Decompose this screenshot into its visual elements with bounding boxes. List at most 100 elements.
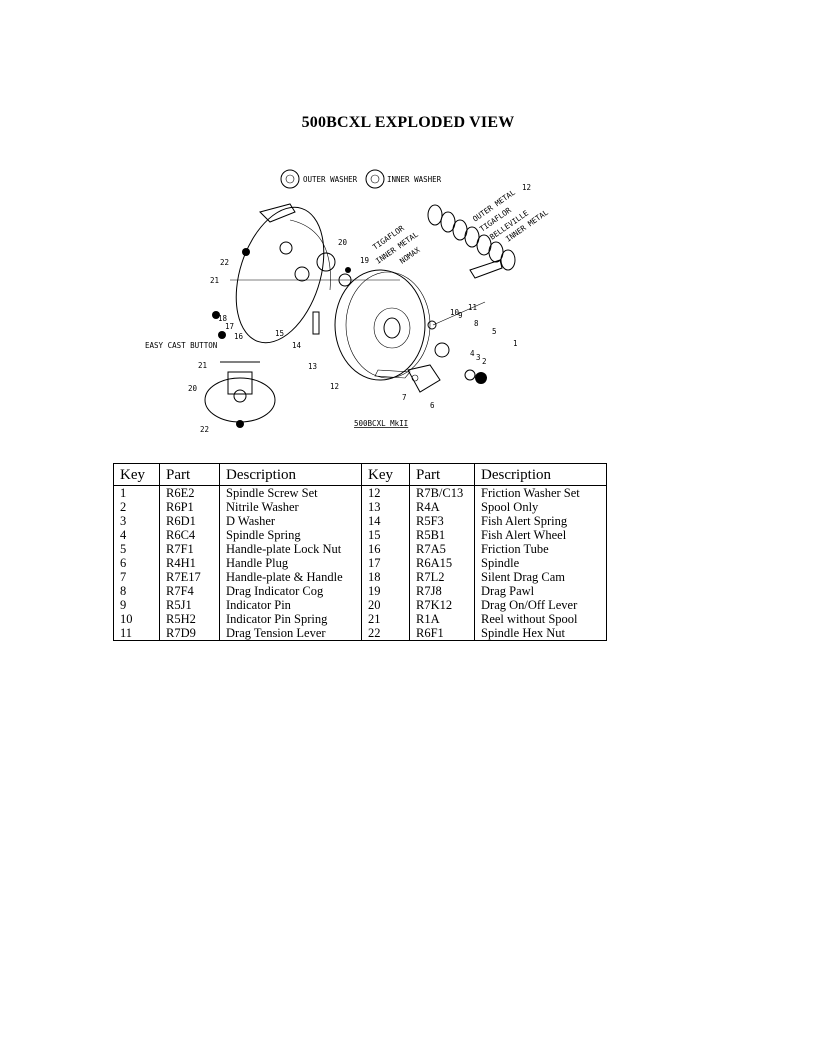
cell-part: R6F1 bbox=[409, 626, 475, 641]
cell-part: R7J8 bbox=[409, 584, 475, 598]
callout-15: 15 bbox=[275, 329, 284, 338]
cell-description: Handle-plate & Handle bbox=[219, 570, 362, 584]
cell-part: R5H2 bbox=[159, 612, 220, 626]
cell-description: Silent Drag Cam bbox=[474, 570, 607, 584]
cell-part: R4H1 bbox=[159, 556, 220, 570]
cell-part: R4A bbox=[409, 500, 475, 514]
callout-5: 5 bbox=[492, 327, 497, 336]
cell-key: 22 bbox=[361, 626, 410, 641]
cell-part: R7E17 bbox=[159, 570, 220, 584]
callout-11: 11 bbox=[468, 303, 477, 312]
callout-22: 22 bbox=[220, 258, 229, 267]
cell-part: R1A bbox=[409, 612, 475, 626]
cell-key: 16 bbox=[361, 542, 410, 556]
cell-part: R6C4 bbox=[159, 528, 220, 542]
callout-20: 20 bbox=[338, 238, 348, 247]
cell-key: 4 bbox=[113, 528, 160, 542]
cell-description: Reel without Spool bbox=[474, 612, 607, 626]
cell-part: R5J1 bbox=[159, 598, 220, 612]
callout-12b: 12 bbox=[330, 382, 339, 391]
cell-description: Spool Only bbox=[474, 500, 607, 514]
outer-washer-label: OUTER WASHER bbox=[303, 175, 358, 184]
cell-part: R6A15 bbox=[409, 556, 475, 570]
exploded-view-diagram: OUTER WASHER INNER WASHER bbox=[145, 169, 550, 434]
header-part: Part bbox=[159, 463, 220, 486]
cell-description: Spindle Hex Nut bbox=[474, 626, 607, 641]
header-key: Key bbox=[361, 463, 410, 486]
callout-2: 2 bbox=[482, 357, 487, 366]
inner-washer-legend: INNER WASHER bbox=[365, 169, 442, 189]
cell-part: R7D9 bbox=[159, 626, 220, 641]
cell-description: Drag Pawl bbox=[474, 584, 607, 598]
cell-key: 13 bbox=[361, 500, 410, 514]
callout-13: 13 bbox=[308, 362, 317, 371]
cell-part: R6P1 bbox=[159, 500, 220, 514]
cell-key: 20 bbox=[361, 598, 410, 612]
cell-key: 8 bbox=[113, 584, 160, 598]
cell-key: 9 bbox=[113, 598, 160, 612]
spool bbox=[334, 269, 431, 381]
header-part: Part bbox=[409, 463, 475, 486]
callout-10: 10 bbox=[450, 308, 460, 317]
cell-description: Spindle bbox=[474, 556, 607, 570]
cell-part: R7L2 bbox=[409, 570, 475, 584]
cell-key: 11 bbox=[113, 626, 160, 641]
cell-description: Drag Tension Lever bbox=[219, 626, 362, 641]
cell-description: Indicator Pin bbox=[219, 598, 362, 612]
header-description: Description bbox=[219, 463, 362, 486]
callout-17: 17 bbox=[225, 322, 234, 331]
cell-part: R7K12 bbox=[409, 598, 475, 612]
parts-table: Key Part Description Key Part Descriptio… bbox=[113, 463, 607, 641]
callout-4: 4 bbox=[470, 349, 475, 358]
cell-part: R6D1 bbox=[159, 514, 220, 528]
header-key: Key bbox=[113, 463, 160, 486]
cell-part: R5F3 bbox=[409, 514, 475, 528]
header-description: Description bbox=[474, 463, 607, 486]
callout-6: 6 bbox=[430, 401, 435, 410]
cell-key: 2 bbox=[113, 500, 160, 514]
washer-stack bbox=[427, 204, 516, 279]
cell-description: Indicator Pin Spring bbox=[219, 612, 362, 626]
callout-7: 7 bbox=[402, 393, 407, 402]
table-header-row: Key Part Description Key Part Descriptio… bbox=[113, 463, 607, 486]
cell-part: R7F4 bbox=[159, 584, 220, 598]
cell-part: R6E2 bbox=[159, 485, 220, 500]
cell-key: 15 bbox=[361, 528, 410, 542]
outer-washer-legend: OUTER WASHER bbox=[280, 169, 358, 189]
page-title: 500BCXL EXPLODED VIEW bbox=[301, 114, 515, 131]
cell-part: R7A5 bbox=[409, 542, 475, 556]
callout-20b: 20 bbox=[188, 384, 198, 393]
cell-key: 3 bbox=[113, 514, 160, 528]
cell-part: R7B/C13 bbox=[409, 485, 475, 500]
cell-key: 12 bbox=[361, 485, 410, 500]
cell-part: R5B1 bbox=[409, 528, 475, 542]
cell-key: 17 bbox=[361, 556, 410, 570]
reel-frame bbox=[230, 203, 400, 344]
cell-description: Drag On/Off Lever bbox=[474, 598, 607, 612]
callout-21: 21 bbox=[210, 276, 219, 285]
callout-12: 12 bbox=[522, 183, 531, 192]
cell-key: 7 bbox=[113, 570, 160, 584]
cell-key: 5 bbox=[113, 542, 160, 556]
cell-description: Handle-plate Lock Nut bbox=[219, 542, 362, 556]
callout-21b: 21 bbox=[198, 361, 207, 370]
callout-22b: 22 bbox=[200, 425, 209, 434]
cell-key: 19 bbox=[361, 584, 410, 598]
cell-key: 6 bbox=[113, 556, 160, 570]
model-label: 500BCXL MkII bbox=[354, 419, 408, 428]
cell-description: Fish Alert Wheel bbox=[474, 528, 607, 542]
callout-18: 18 bbox=[218, 314, 228, 323]
callout-9: 9 bbox=[458, 311, 463, 320]
cell-description: Spindle Spring bbox=[219, 528, 362, 542]
inner-washer-label: INNER WASHER bbox=[387, 175, 442, 184]
cell-key: 1 bbox=[113, 485, 160, 500]
